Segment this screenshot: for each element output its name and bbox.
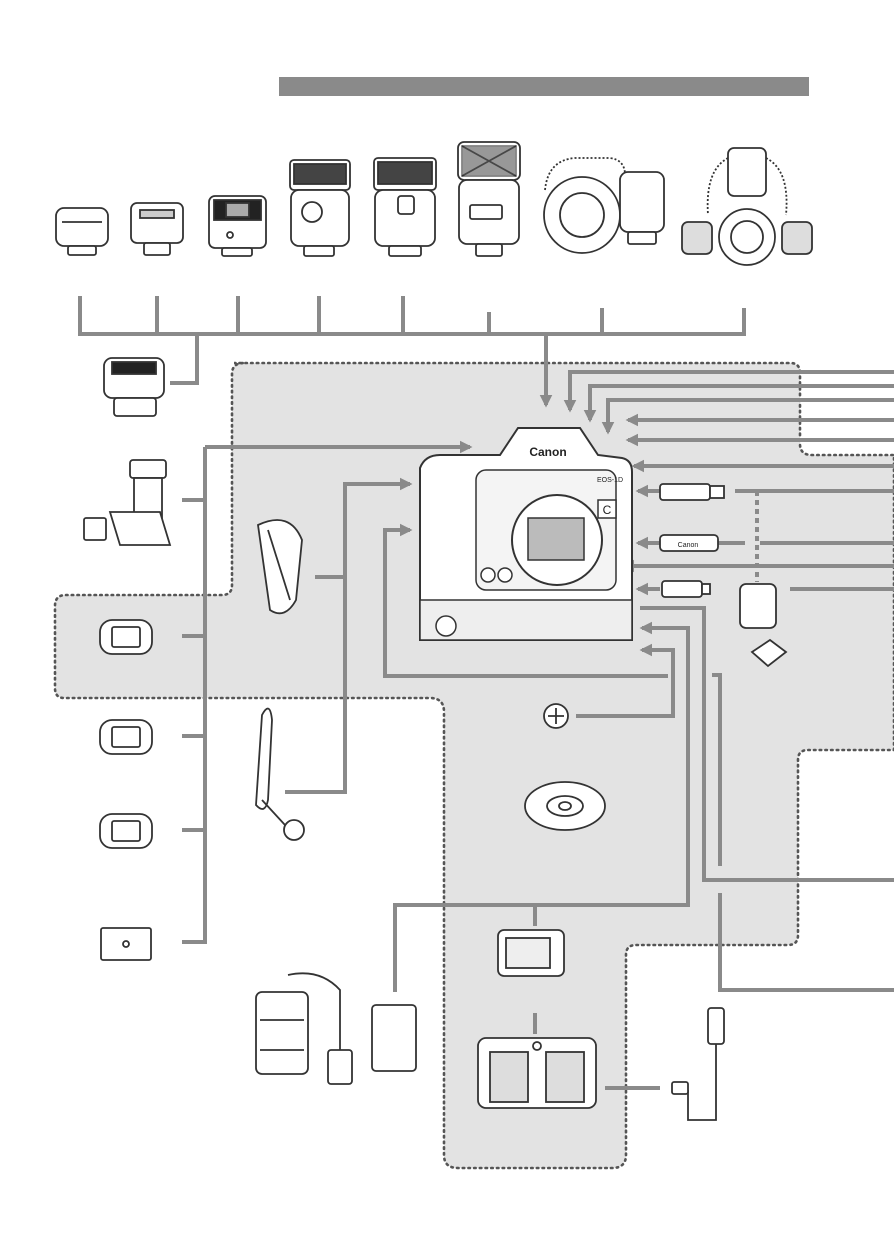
battery-charger[interactable]	[478, 1038, 596, 1108]
remote-plug[interactable]	[662, 581, 710, 597]
title-bar	[279, 77, 809, 96]
speedlite-transmitter-2[interactable]	[131, 203, 183, 255]
speedlite-flagship[interactable]	[458, 142, 520, 256]
macro-twin-lite[interactable]	[682, 148, 812, 265]
usb-cable-label: Canon	[678, 542, 699, 549]
ethernet-plug[interactable]	[660, 484, 724, 500]
speedlite-medium[interactable]	[290, 160, 350, 256]
angle-finder[interactable]	[84, 460, 170, 545]
wrist-strap[interactable]	[256, 709, 304, 840]
eyecup-large-2[interactable]	[100, 720, 152, 754]
car-battery-cable[interactable]	[672, 1008, 724, 1120]
speedlite-transmitter-1[interactable]	[56, 208, 108, 255]
speedlite-small[interactable]	[209, 196, 266, 256]
camera-mode-letter: C	[603, 503, 612, 517]
camera-model-label: EOS-1D	[597, 477, 623, 484]
macro-ring-lite[interactable]	[544, 158, 664, 253]
focusing-screen[interactable]	[101, 928, 151, 960]
wireless-transmitter[interactable]	[104, 358, 164, 416]
camera-brand-label: Canon	[529, 445, 566, 459]
battery-pack[interactable]	[498, 930, 564, 976]
eyecup-large-3[interactable]	[100, 814, 152, 848]
grounding-screw[interactable]	[544, 704, 568, 728]
camera-body	[420, 428, 632, 640]
speedlite-large[interactable]	[374, 158, 436, 256]
cd-rom[interactable]	[525, 782, 605, 830]
ac-power-cord-box[interactable]	[256, 973, 416, 1084]
eyecup-large-1[interactable]	[100, 620, 152, 654]
